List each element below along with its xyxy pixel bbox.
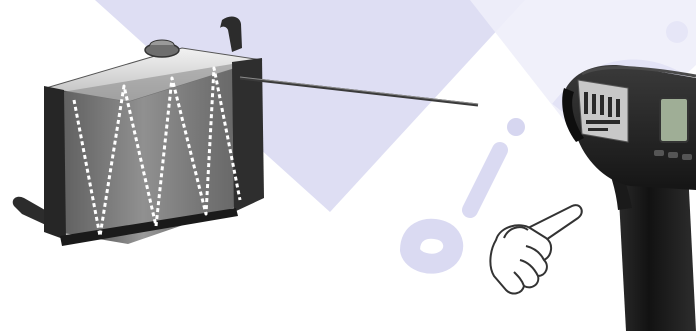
watermark-dot [507,118,525,136]
radiator-left-tank [44,86,66,240]
thermometer-handle [618,170,696,331]
thermometer-button-1 [654,150,664,156]
watermark-letter-2 [470,150,500,210]
radiator-cap-neck [150,45,174,51]
watermark-dot-2 [666,21,688,43]
thermometer-display [660,98,688,142]
infrared-thermometer-icon [562,65,696,331]
watermark-letter-1 [410,229,453,264]
pointing-hand-icon [490,205,581,293]
thermometer-button-2 [668,152,678,158]
thermometer-button-3 [682,154,692,160]
